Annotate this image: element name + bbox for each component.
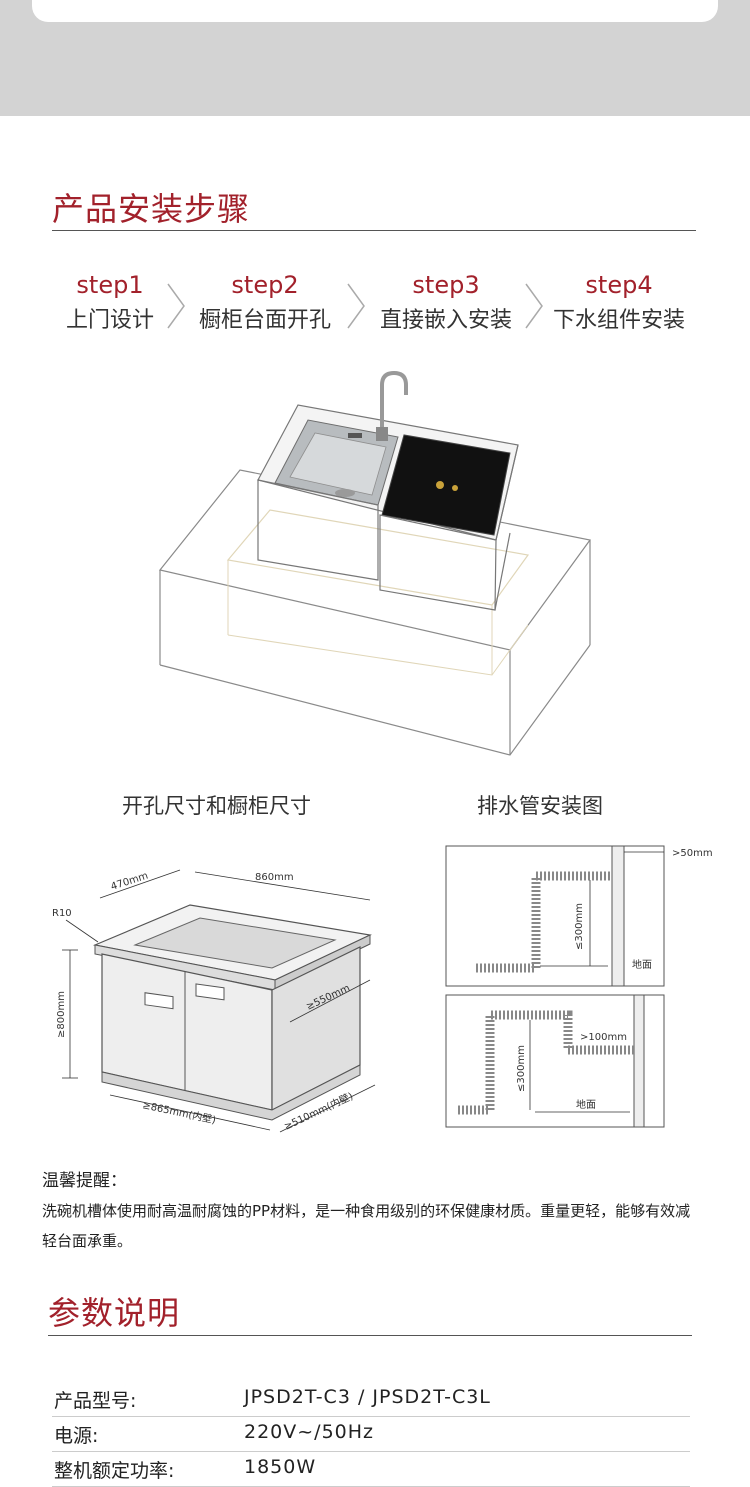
chevron-right-icon: [347, 283, 365, 329]
cabinet-dimension-diagram: 470mm 860mm R10 ≥800mm ≥550mm ≥865mm(内壁)…: [52, 869, 376, 1133]
cabinet-diagram-caption: 开孔尺寸和橱柜尺寸: [122, 794, 311, 818]
drain-gap-bottom: >100mm: [580, 1032, 627, 1043]
step-4-label: 下水组件安装: [552, 308, 685, 333]
tips-body: 洗碗机槽体使用耐高温耐腐蚀的PP材料，是一种食用级别的环保健康材质。重量更轻，能…: [42, 1202, 691, 1250]
chevron-right-icon: [167, 283, 185, 329]
spec-row: 产品型号: JPSD2T-C3 / JPSD2T-C3L: [52, 1382, 690, 1417]
step-1-number: step1: [76, 271, 144, 299]
params-section-rule: [48, 1335, 692, 1336]
step-4-number: step4: [585, 271, 653, 299]
dim-depth: 470mm: [110, 870, 150, 892]
spec-label: 整机额定功率:: [54, 1460, 175, 1482]
tips-title: 温馨提醒：: [42, 1171, 127, 1191]
drain-floor-top: 地面: [632, 958, 652, 971]
step-2-label: 橱柜台面开孔: [198, 308, 331, 333]
install-section-rule: [52, 230, 696, 231]
chevron-right-icon: [525, 283, 543, 329]
install-steps: step1 上门设计 step2 橱柜台面开孔 step3 直接嵌入安装 ste…: [0, 268, 750, 348]
drain-height-bottom: ≤300mm: [516, 1045, 527, 1092]
drain-floor-bottom: 地面: [576, 1098, 596, 1111]
spec-row: 电源: 220V~/50Hz: [52, 1417, 690, 1452]
drain-gap-top: >50mm: [672, 848, 713, 859]
step-3-label: 直接嵌入安装: [379, 308, 512, 333]
step-3-number: step3: [412, 271, 480, 299]
drain-pipe-diagram: >50mm ≤300mm 地面 >100mm ≤300mm 地面: [445, 845, 713, 1128]
spec-label: 电源:: [54, 1425, 99, 1447]
step-2: step2 橱柜台面开孔: [190, 268, 340, 340]
spec-label: 产品型号:: [54, 1390, 137, 1412]
top-card: [32, 0, 718, 22]
spec-value: 1850W: [244, 1456, 317, 1478]
drain-diagram-caption: 排水管安装图: [477, 794, 603, 818]
spec-value: JPSD2T-C3 / JPSD2T-C3L: [244, 1386, 491, 1408]
step-3: step3 直接嵌入安装: [372, 268, 520, 340]
drain-height-top: ≤300mm: [574, 903, 585, 950]
step-1-label: 上门设计: [65, 308, 154, 333]
step-4: step4 下水组件安装: [544, 268, 694, 340]
spec-row: 整机额定功率: 1850W: [52, 1452, 690, 1487]
dim-radius: R10: [52, 908, 72, 919]
top-banner: [0, 0, 750, 116]
dim-width: 860mm: [255, 872, 294, 883]
sink-installation-illustration: [158, 370, 592, 756]
spec-value: 220V~/50Hz: [244, 1421, 375, 1443]
step-2-number: step2: [231, 271, 299, 299]
install-section-title: 产品安装步骤: [52, 190, 251, 228]
step-1: step1 上门设计: [62, 268, 158, 340]
dim-height: ≥800mm: [56, 991, 67, 1038]
params-section-title: 参数说明: [48, 1294, 181, 1332]
